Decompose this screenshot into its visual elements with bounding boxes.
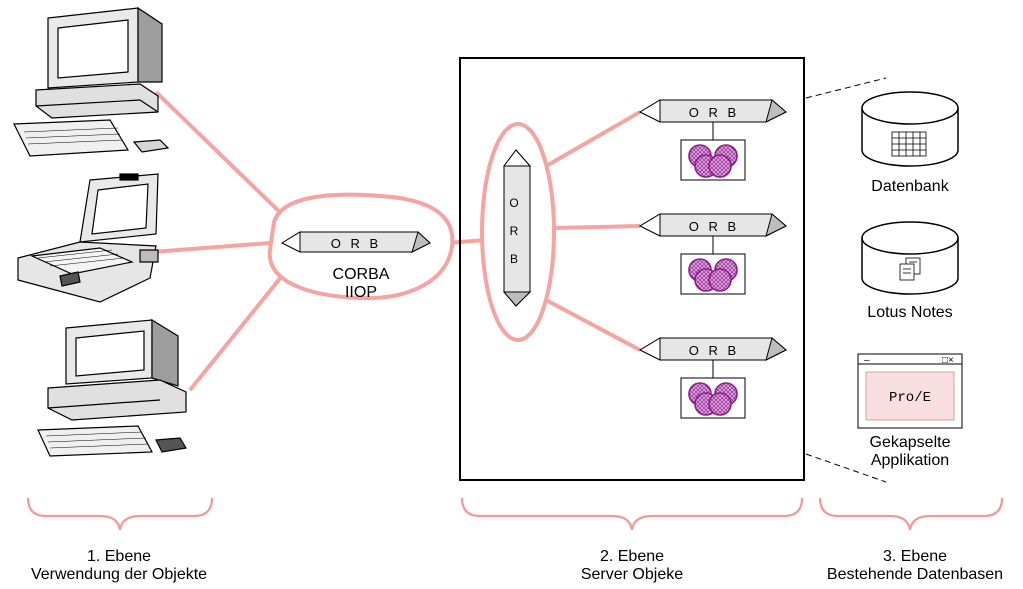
server-orb-unit-bottom: O R B: [638, 337, 787, 419]
corba-label: CORBA IIOP: [320, 266, 402, 302]
documents-icon: [899, 257, 921, 281]
corba-label-line1: CORBA: [332, 266, 390, 283]
database-cylinder-1: [861, 91, 959, 167]
server-orb-label-mid: O R B: [689, 219, 739, 234]
vertical-orb-bar: O R B: [502, 149, 532, 307]
level-braces: [26, 497, 1004, 531]
server-objects-icon-top: [688, 144, 738, 178]
desktop-computer-bottom: [37, 318, 187, 457]
zoom-line-bottom: [805, 453, 887, 483]
database-label-1: Datenbank: [871, 178, 949, 195]
vertical-orb-letter-o: O: [509, 196, 518, 210]
corba-orb-bar: O R B: [280, 231, 431, 253]
corba-label-line2: IIOP: [344, 284, 377, 301]
database-cylinder-2: [861, 221, 959, 295]
level-2-title: 2. Ebene: [599, 548, 665, 565]
server-orb-unit-mid: O R B: [638, 213, 787, 295]
connector-orb-mid: [551, 224, 641, 230]
brace-level-1: [26, 497, 214, 531]
server-box: [459, 57, 805, 481]
level-1-title: 1. Ebene: [86, 548, 152, 565]
app-window-label: Gekapselte Applikation: [846, 434, 974, 470]
grid-icon: [891, 131, 927, 157]
zoom-line-top: [805, 77, 887, 99]
connector-lines: [151, 90, 641, 392]
level-1-subtitle: Verwendung der Objekte: [30, 566, 208, 583]
brace-level-3: [818, 497, 1004, 531]
connector-orb-bottom: [545, 298, 641, 352]
database-label-2: Lotus Notes: [867, 304, 953, 321]
laptop-computer: [17, 173, 159, 303]
server-objects-icon-bottom: [688, 382, 738, 416]
app-content-label: Pro/E: [889, 390, 931, 406]
app-window: – □× Pro/E: [857, 353, 963, 429]
level-3-subtitle: Bestehende Datenbasen: [826, 566, 1004, 583]
server-orb-label-top: O R B: [689, 105, 739, 120]
brace-level-2: [460, 497, 804, 531]
connector-desktop-top: [154, 90, 292, 224]
connector-orb-top: [547, 110, 641, 167]
level-3-label: 3. Ebene Bestehende Datenbasen: [812, 548, 1018, 584]
vertical-orb-letter-r: R: [510, 224, 519, 238]
server-orb-unit-top: O R B: [638, 99, 787, 181]
server-objects-icon-mid: [688, 258, 738, 292]
window-restore-close-icon: □×: [942, 355, 954, 366]
level-2-subtitle: Server Objeke: [580, 566, 684, 583]
level-1-label: 1. Ebene Verwendung der Objekte: [0, 548, 238, 584]
window-minimize-icon: –: [864, 355, 870, 366]
corba-orb-label: O R B: [331, 236, 381, 251]
connector-desktop-bottom: [188, 264, 292, 392]
desktop-computer-top: [13, 6, 170, 157]
connector-laptop: [151, 241, 271, 254]
vertical-orb-letter-b: B: [510, 252, 518, 266]
level-2-label: 2. Ebene Server Objeke: [532, 548, 732, 584]
server-orb-label-bottom: O R B: [689, 343, 739, 358]
level-3-title: 3. Ebene: [882, 548, 948, 565]
app-window-label-line2: Applikation: [870, 452, 950, 469]
app-window-label-line1: Gekapselte: [869, 434, 951, 451]
